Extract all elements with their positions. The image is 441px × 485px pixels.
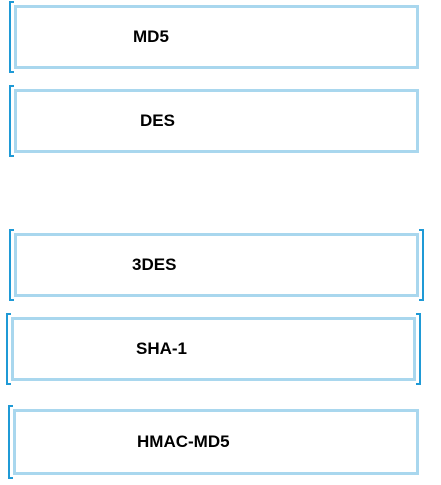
bracket-right-icon xyxy=(416,313,421,385)
option-label: SHA-1 xyxy=(136,339,188,358)
option-hmac-md5[interactable]: HMAC-MD5 xyxy=(8,405,419,479)
option-label: HMAC-MD5 xyxy=(137,432,230,451)
option-md5[interactable]: MD5 xyxy=(9,1,419,73)
option-des[interactable]: DES xyxy=(9,85,419,157)
option-label: MD5 xyxy=(133,27,169,46)
bracket-left-icon xyxy=(9,1,14,73)
option-3des[interactable]: 3DES xyxy=(9,229,424,301)
option-sha-1[interactable]: SHA-1 xyxy=(6,313,421,385)
bracket-left-icon xyxy=(8,405,13,479)
bracket-right-icon xyxy=(419,229,424,301)
bracket-left-icon xyxy=(9,229,14,301)
option-label: 3DES xyxy=(132,255,177,274)
option-label: DES xyxy=(140,111,175,130)
bracket-left-icon xyxy=(6,313,11,385)
bracket-left-icon xyxy=(9,85,14,157)
